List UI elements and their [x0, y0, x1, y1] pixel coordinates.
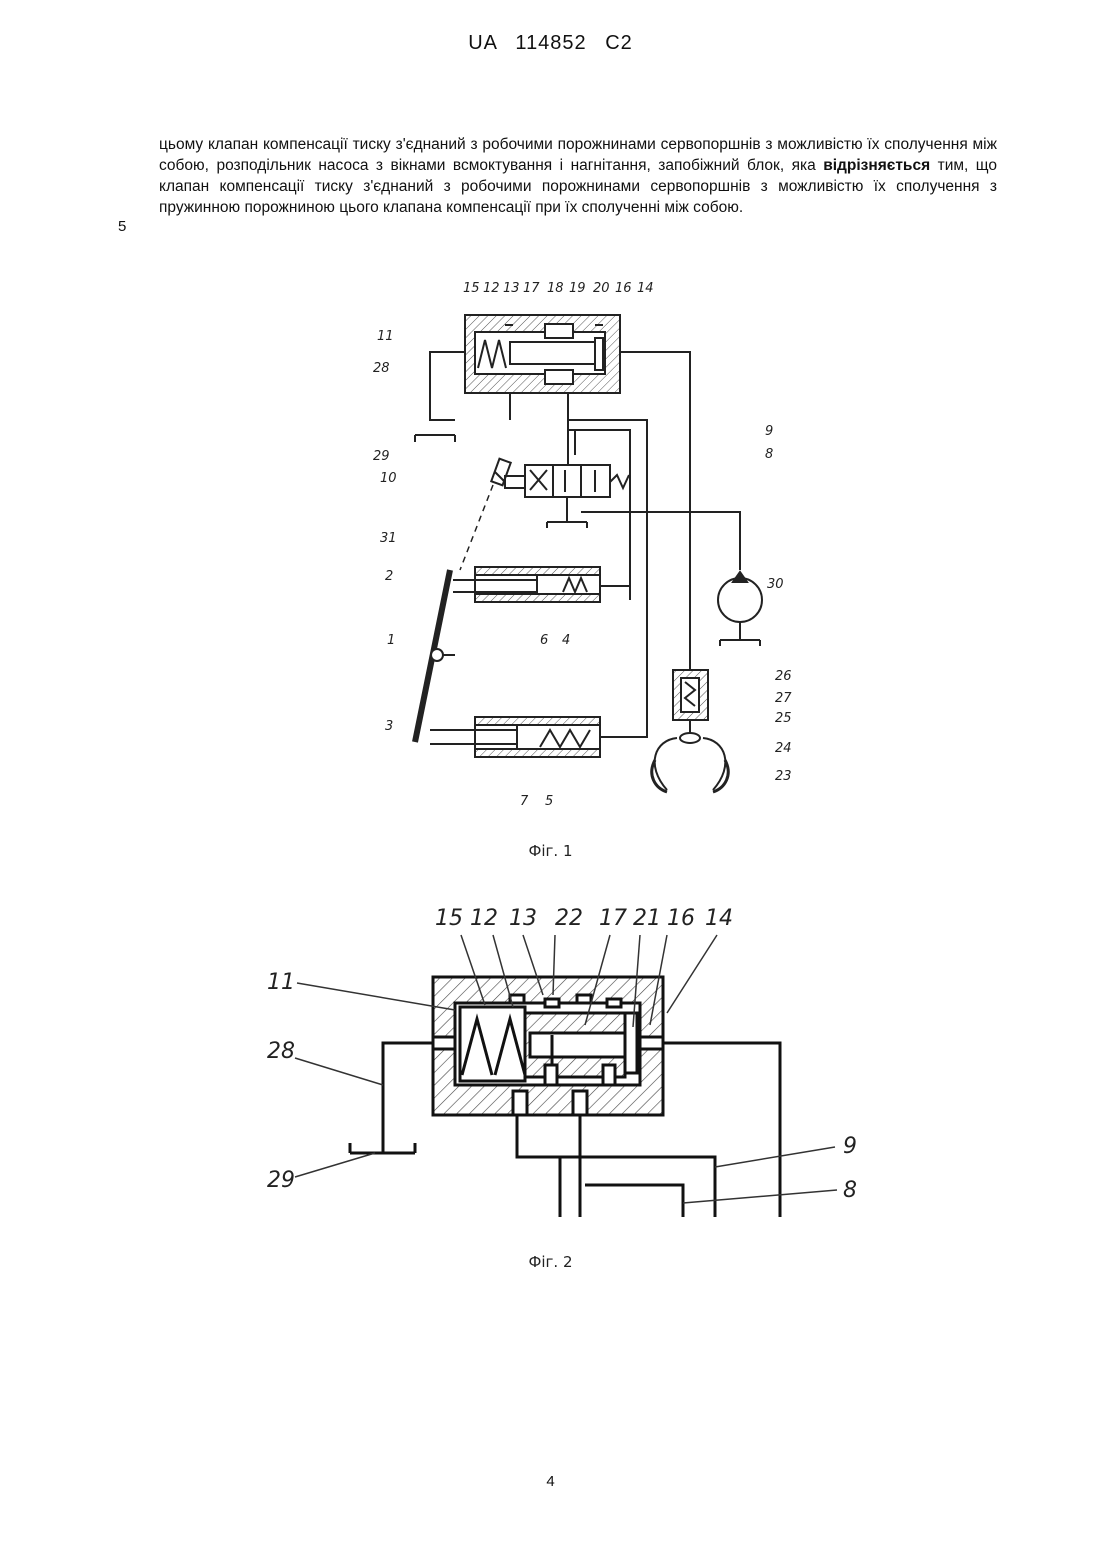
fig2-label-17: 17 [599, 906, 627, 931]
fig1-label-4: 4 [562, 633, 570, 648]
fig1-label-28: 28 [373, 361, 390, 376]
fig2-label-28: 28 [267, 1039, 295, 1064]
claim-paragraph: цьому клапан компенсації тиску з'єднаний… [159, 134, 997, 218]
fig1-label-24: 24 [775, 741, 792, 756]
fig1-label-10: 10 [380, 471, 397, 486]
fig1-label-14: 14 [637, 281, 654, 296]
fig1-label-7: 7 [520, 794, 529, 809]
fig1-label-17: 17 [523, 281, 540, 296]
page-number: 4 [0, 1473, 1101, 1490]
document-header: UA 114852 C2 [0, 32, 1101, 55]
fig1-label-23: 23 [775, 769, 792, 784]
fig1-label-6: 6 [540, 633, 548, 648]
line-number: 5 [118, 218, 126, 235]
figure-1-caption: Фіг. 1 [0, 842, 1101, 860]
fig2-label-22: 22 [555, 906, 583, 931]
fig1-label-1: 1 [387, 633, 395, 648]
fig2-label-12: 12 [470, 906, 498, 931]
fig1-label-31: 31 [380, 531, 397, 546]
fig1-label-9: 9 [765, 424, 773, 439]
figure-2-diagram: 15 12 13 22 17 21 16 14 11 28 9 29 8 [255, 895, 895, 1230]
fig2-label-15: 15 [435, 906, 463, 931]
fig2-label-8: 8 [843, 1178, 857, 1203]
fig1-label-5: 5 [545, 794, 553, 809]
fig1-label-3: 3 [385, 719, 393, 734]
fig1-label-27: 27 [775, 691, 792, 706]
fig2-label-13: 13 [509, 906, 537, 931]
fig2-label-14: 14 [705, 906, 733, 931]
fig1-label-15: 15 [463, 281, 480, 296]
fig1-label-16: 16 [615, 281, 632, 296]
fig2-label-21: 21 [633, 906, 661, 931]
fig1-label-11: 11 [377, 329, 394, 344]
fig1-label-18: 18 [547, 281, 564, 296]
fig2-label-29: 29 [267, 1168, 295, 1193]
fig1-label-19: 19 [569, 281, 586, 296]
fig1-label-26: 26 [775, 669, 792, 684]
fig1-label-25: 25 [775, 711, 792, 726]
figure-2-caption: Фіг. 2 [0, 1253, 1101, 1271]
fig1-label-29: 29 [373, 449, 390, 464]
fig1-label-8: 8 [765, 447, 773, 462]
figure-1-diagram: 15 12 13 17 18 19 20 16 14 11 28 29 9 8 … [355, 270, 815, 830]
fig2-label-9: 9 [843, 1134, 857, 1159]
fig2-label-16: 16 [667, 906, 695, 931]
fig1-label-20: 20 [593, 281, 610, 296]
fig2-label-11: 11 [267, 970, 295, 995]
fig1-label-12: 12 [483, 281, 500, 296]
fig1-label-13: 13 [503, 281, 520, 296]
fig1-label-30: 30 [767, 577, 784, 592]
fig1-label-2: 2 [385, 569, 393, 584]
claim-text-bold: відрізняється [823, 157, 930, 174]
